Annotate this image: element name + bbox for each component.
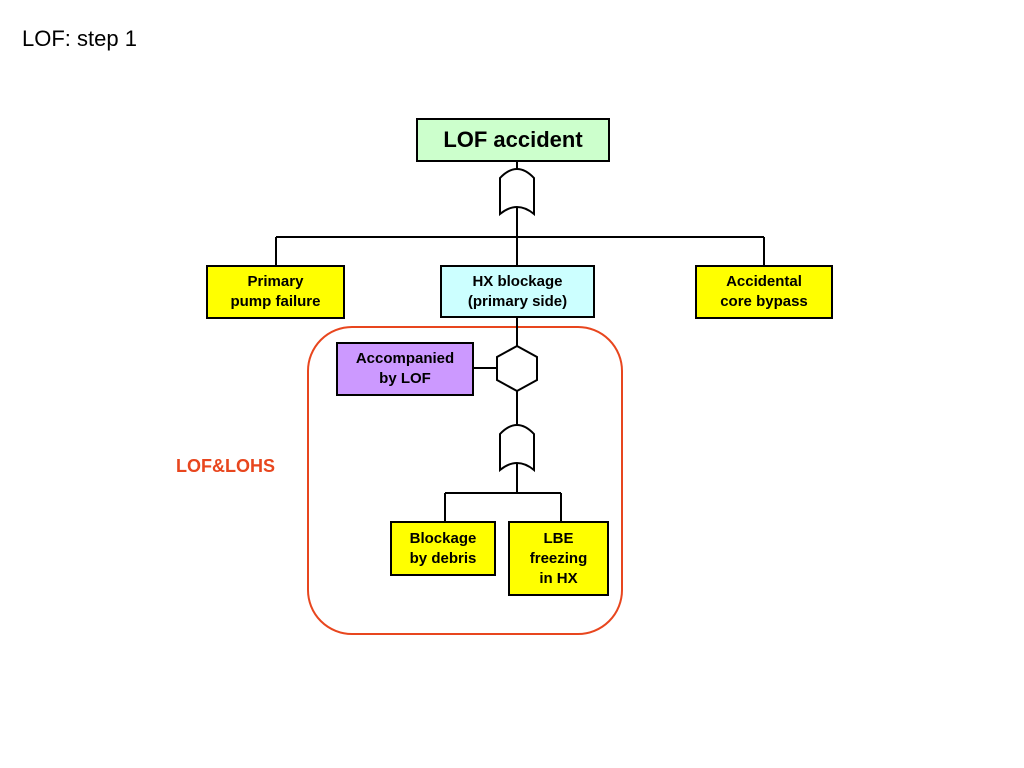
or-gate-top — [499, 168, 535, 217]
event-hx-blockage: HX blockage (primary side) — [440, 265, 595, 318]
condition-accompanied-by-lof: Accompanied by LOF — [336, 342, 474, 396]
event-primary-pump-failure: Primary pump failure — [206, 265, 345, 319]
group-label-lof-lohs: LOF&LOHS — [176, 456, 275, 476]
or-gate-lower — [499, 424, 535, 473]
slide-title: LOF: step 1 — [22, 26, 137, 51]
top-event-lof-accident: LOF accident — [416, 118, 610, 162]
lof-lohs-group-outline — [307, 326, 623, 635]
inhibit-gate — [496, 344, 538, 393]
event-lbe-freezing-in-hx: LBE freezing in HX — [508, 521, 609, 596]
event-blockage-by-debris: Blockage by debris — [390, 521, 496, 576]
event-accidental-core-bypass: Accidental core bypass — [695, 265, 833, 319]
